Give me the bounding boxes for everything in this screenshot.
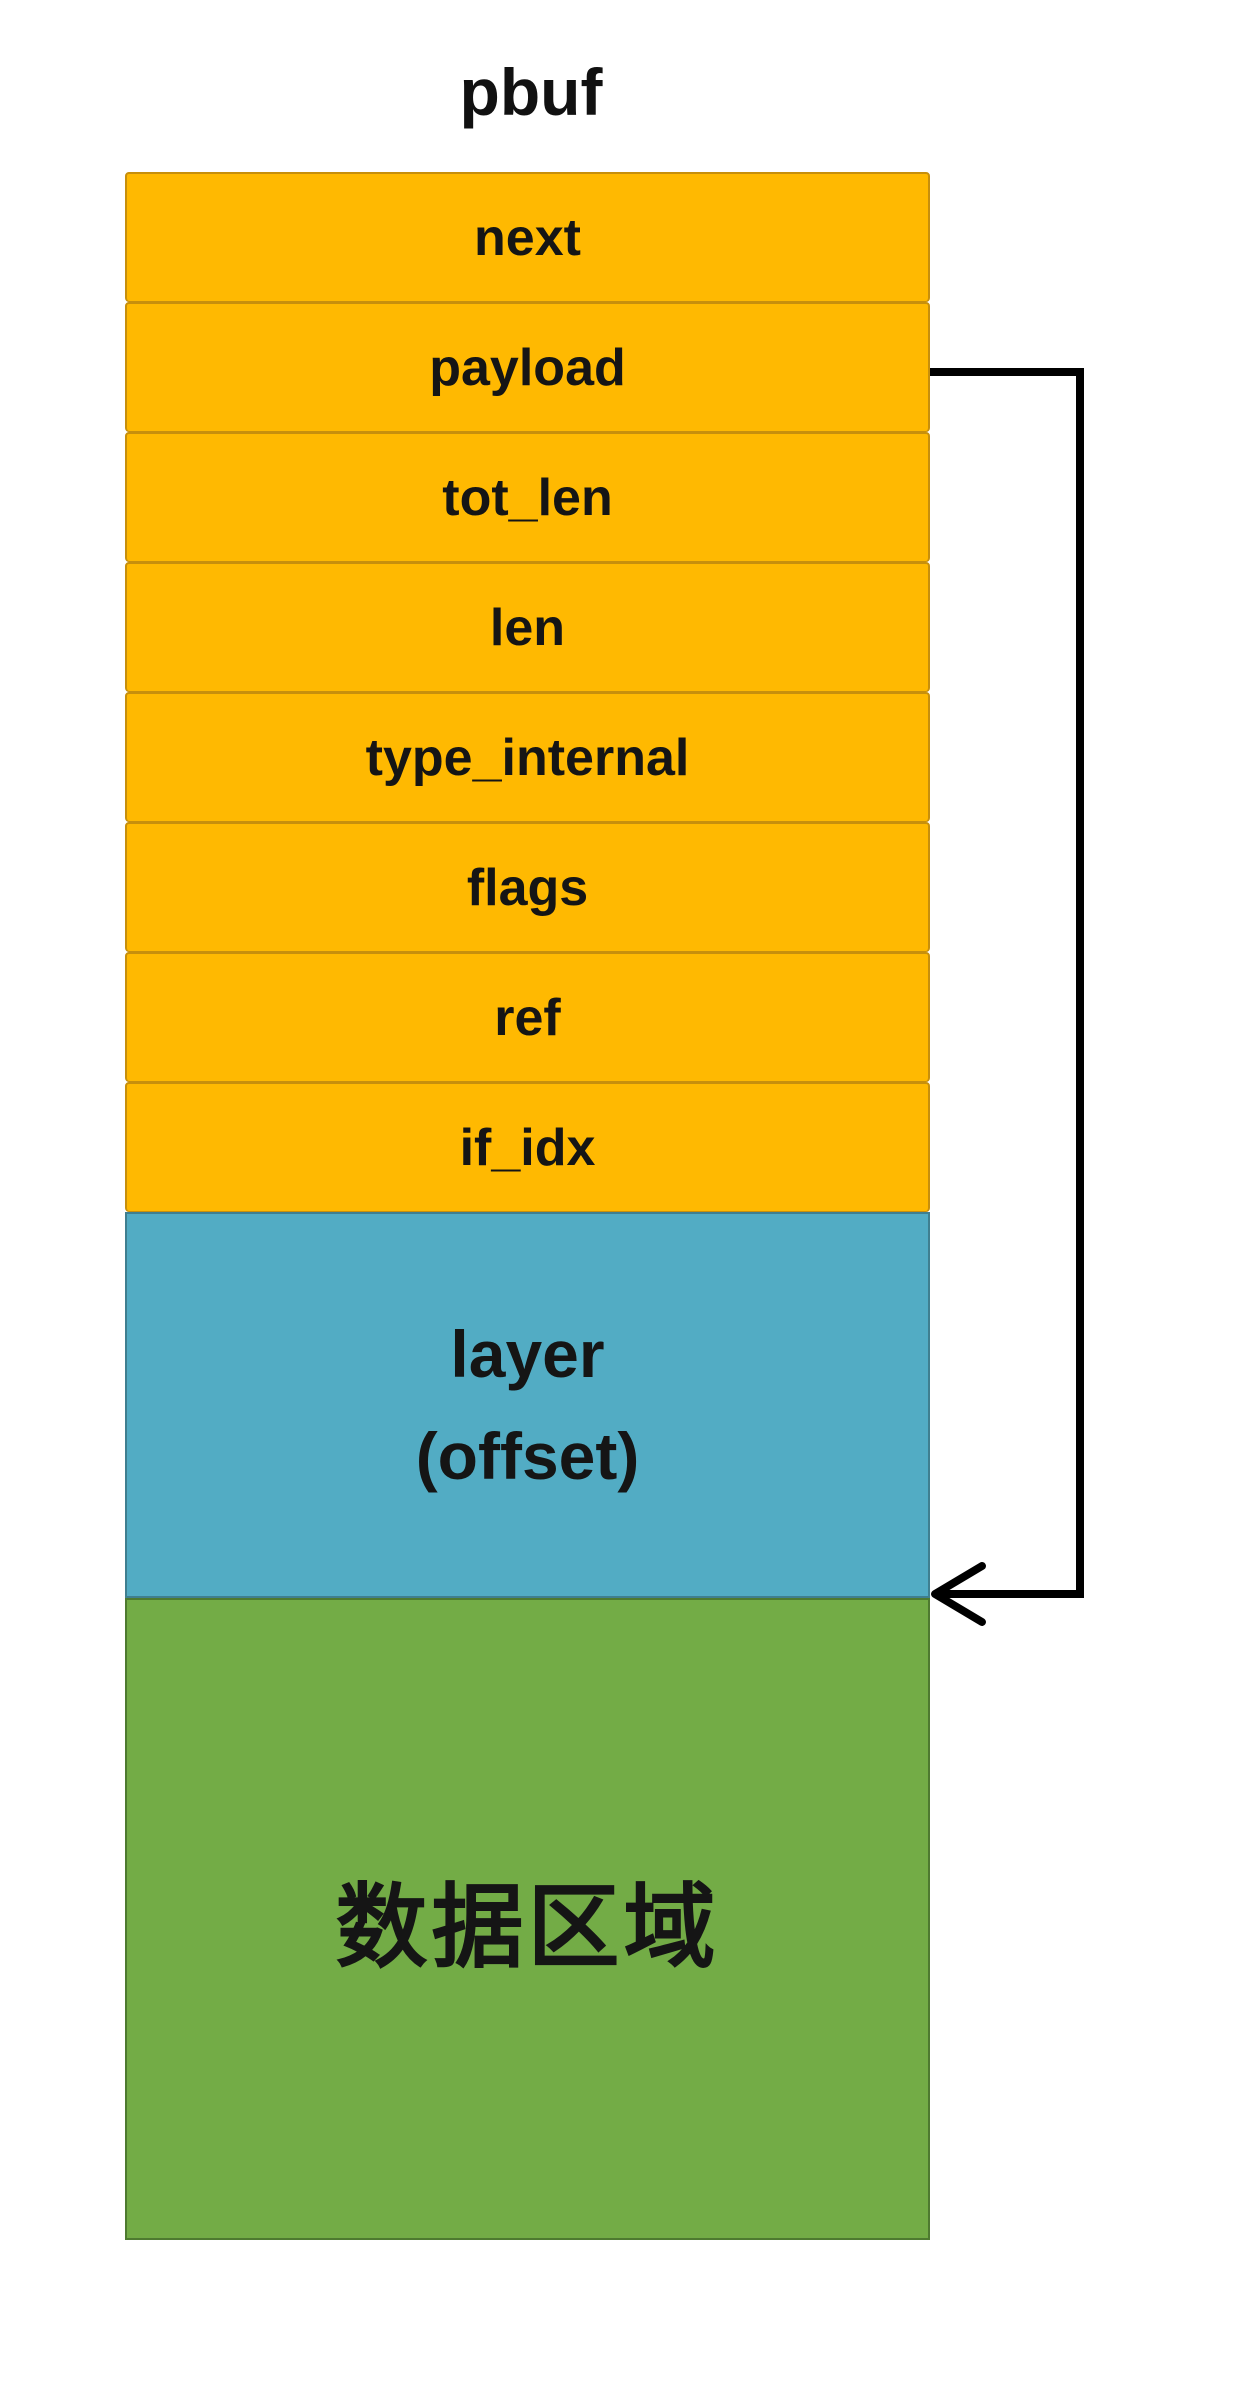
field-tot-len: tot_len <box>125 432 930 562</box>
field-type-internal: type_internal <box>125 692 930 822</box>
layer-label: layer <box>450 1317 605 1391</box>
layer-offset-label: (offset) <box>415 1419 640 1493</box>
data-region-label: 数据区域 <box>335 1873 720 1981</box>
payload-pointer-arrowhead <box>931 1562 986 1626</box>
data-region-block: 数据区域 <box>125 1598 930 2240</box>
field-ref: ref <box>125 952 930 1082</box>
layer-offset-block: layer (offset) <box>125 1212 930 1598</box>
field-len: len <box>125 562 930 692</box>
field-payload: payload <box>125 302 930 432</box>
diagram-title: pbuf <box>459 55 603 129</box>
field-next: next <box>125 172 930 302</box>
payload-pointer-line <box>930 368 1084 1598</box>
field-flags: flags <box>125 822 930 952</box>
pbuf-struct-stack: next payload tot_len len type_internal f… <box>125 172 930 2240</box>
field-if-idx: if_idx <box>125 1082 930 1212</box>
